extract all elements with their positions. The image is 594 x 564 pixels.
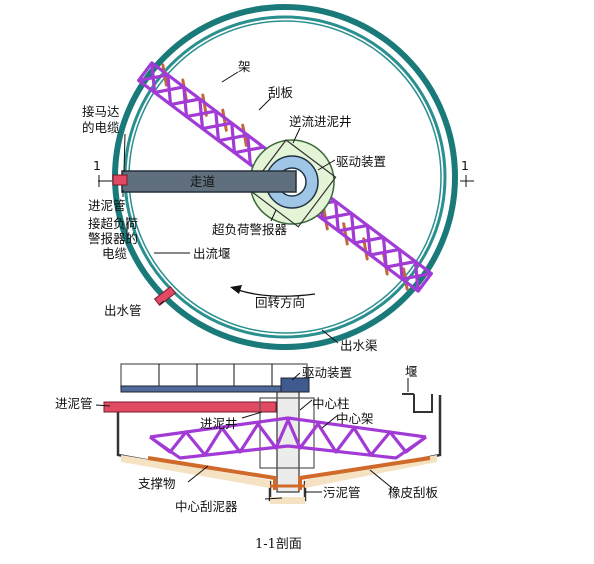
section-view: 驱动装置 堰 进泥管 中心柱 中心架 进泥井 支撑物 污泥管 中心刮泥器 橡皮刮… bbox=[55, 363, 442, 552]
label-rubber-scraper: 橡皮刮板 bbox=[388, 485, 439, 500]
plan-view: 走道 1 1 架 刮板 逆流进泥井 接马达的电缆 bbox=[82, 4, 474, 353]
label-outflow-weir: 出流堰 bbox=[193, 246, 231, 261]
label-outflow-channel: 出水渠 bbox=[340, 338, 378, 353]
drive-housing bbox=[247, 139, 337, 228]
label-weir: 堰 bbox=[405, 364, 418, 379]
section-bridge-rail bbox=[120, 363, 308, 389]
section-sludge-inlet-pipe bbox=[103, 401, 277, 413]
sludge-inlet-pipe bbox=[112, 174, 128, 186]
label-drive-unit: 驱动装置 bbox=[336, 154, 386, 169]
label-sludge-pipe: 污泥管 bbox=[323, 485, 361, 500]
section-drive-unit bbox=[280, 377, 310, 393]
rotation-arrowhead bbox=[230, 285, 242, 294]
rotation-arrow bbox=[237, 289, 316, 297]
label-section-drive-unit: 驱动装置 bbox=[302, 365, 352, 380]
label-center-scraper: 中心刮泥器 bbox=[175, 499, 238, 514]
label-overload-alarm: 超负荷警报器 bbox=[212, 222, 288, 237]
label-motor-cable: 接马达的电缆 bbox=[82, 104, 120, 135]
label-rotation-direction: 回转方向 bbox=[255, 295, 305, 310]
section-mark-right: 1 bbox=[461, 158, 469, 173]
inlet-well bbox=[259, 397, 315, 469]
center-frame bbox=[149, 416, 427, 460]
walkway-label: 走道 bbox=[190, 174, 216, 189]
label-inlet-well: 进泥井 bbox=[200, 416, 238, 431]
section-mark-left: 1 bbox=[93, 158, 101, 173]
label-support: 支撑物 bbox=[138, 476, 176, 491]
label-frame: 架 bbox=[238, 59, 251, 74]
label-counterflow-well: 逆流进泥井 bbox=[289, 114, 352, 129]
label-scraper: 刮板 bbox=[268, 85, 294, 100]
label-overload-cable: 接超负荷警报器的电缆 bbox=[88, 216, 138, 261]
section-caption: 1-1剖面 bbox=[255, 537, 302, 552]
weir-channel bbox=[413, 394, 433, 413]
outlet-pipe bbox=[153, 285, 177, 307]
label-sludge-inlet: 进泥管 bbox=[88, 198, 126, 213]
label-center-frame: 中心架 bbox=[336, 411, 374, 426]
label-section-sludge-inlet: 进泥管 bbox=[55, 396, 93, 411]
label-center-column: 中心柱 bbox=[312, 396, 350, 411]
label-outlet-pipe: 出水管 bbox=[104, 303, 142, 318]
section-bridge-deck bbox=[120, 385, 308, 393]
